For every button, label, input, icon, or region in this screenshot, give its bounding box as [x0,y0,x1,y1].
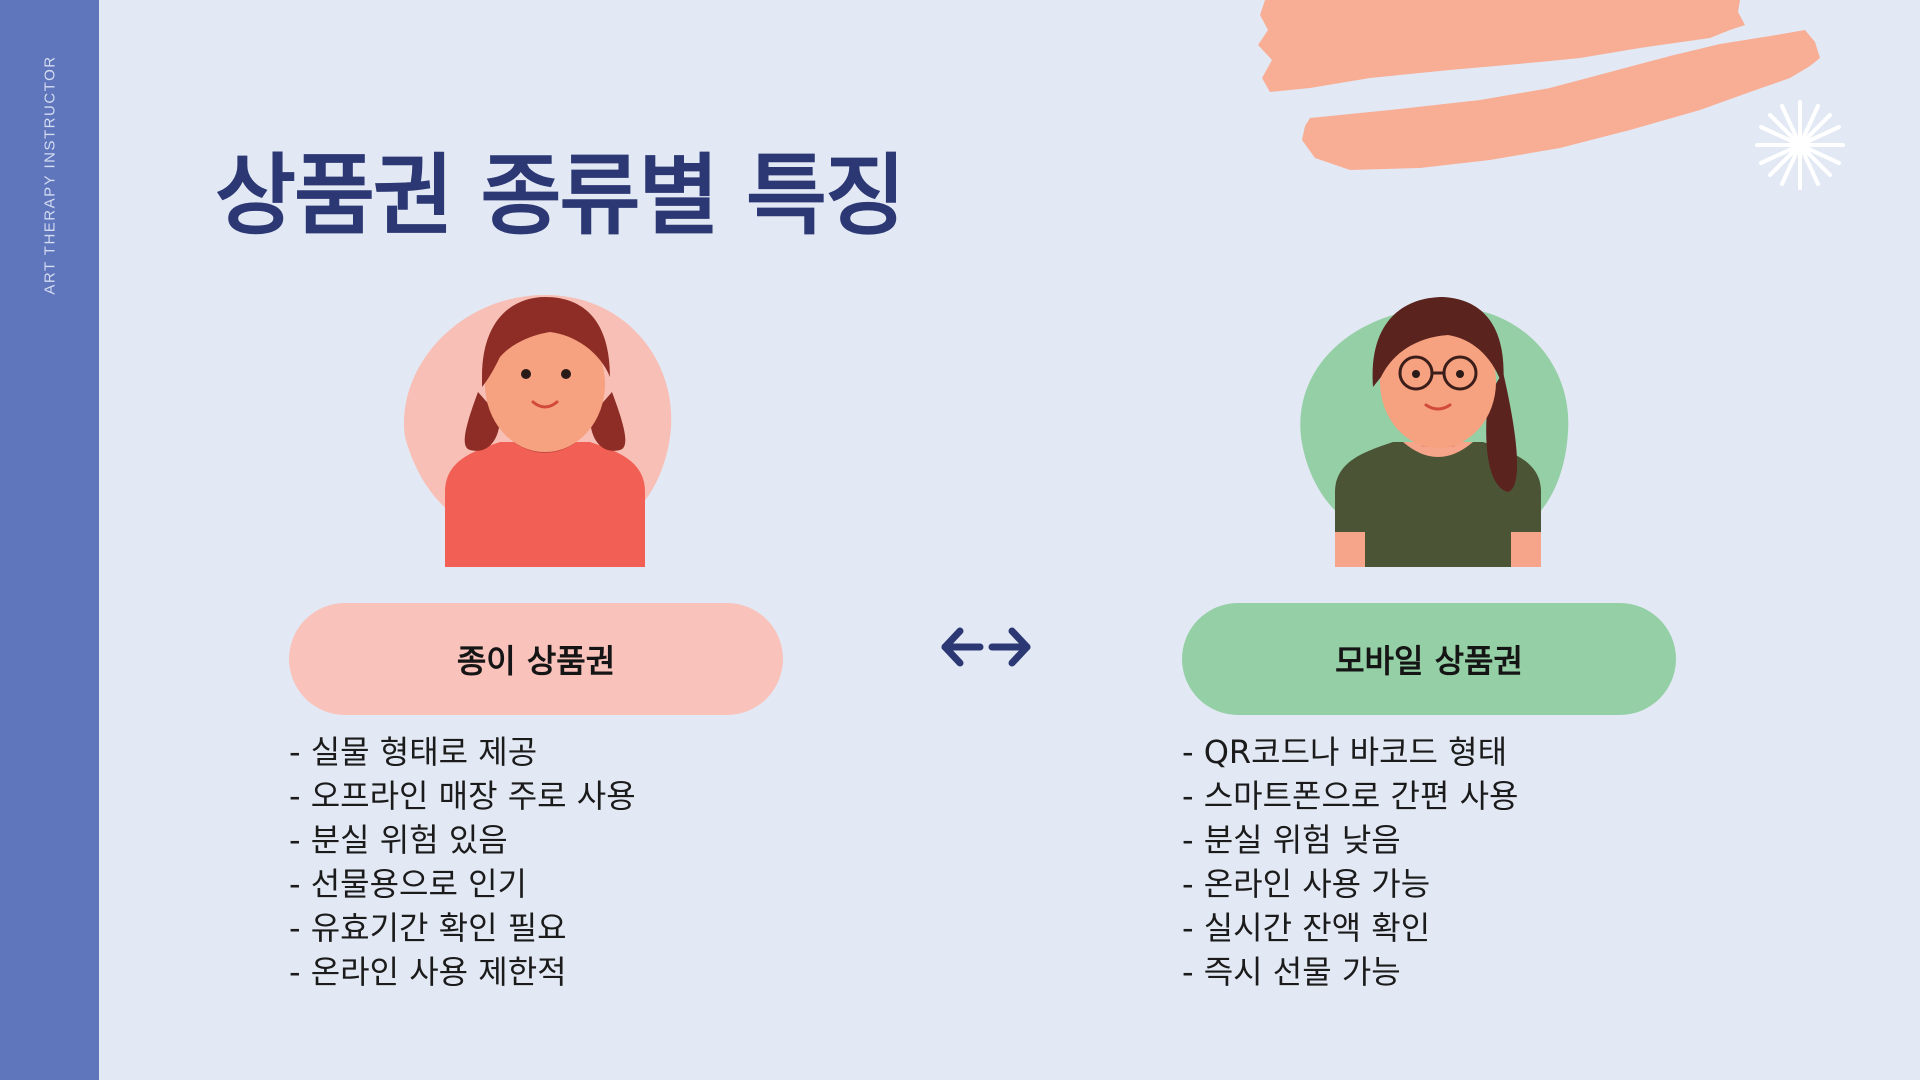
list-item: - 유효기간 확인 필요 [289,909,567,947]
list-item: - 분실 위험 있음 [289,821,508,859]
list-item: - 스마트폰으로 간편 사용 [1182,777,1519,815]
mobile-voucher-label: 모바일 상품권 [1182,603,1676,715]
list-item: - 분실 위험 낮음 [1182,821,1401,859]
list-item: - QR코드나 바코드 형태 [1182,733,1508,771]
list-item: - 온라인 사용 제한적 [289,953,567,991]
sidebar-label: ART THERAPY INSTRUCTOR [41,55,59,295]
list-item: - 선물용으로 인기 [289,865,527,903]
list-item: - 즉시 선물 가능 [1182,953,1401,991]
double-arrow-icon [941,627,1031,667]
mobile-voucher-features: - QR코드나 바코드 형태 - 스마트폰으로 간편 사용 - 분실 위험 낮음… [1182,730,1518,994]
list-item: - 온라인 사용 가능 [1182,865,1431,903]
sparkle-icon [1755,100,1845,190]
brush-stroke-decoration [1258,0,1820,170]
woman-glasses-avatar [1300,297,1569,567]
paper-voucher-label: 종이 상품권 [289,603,783,715]
list-item: - 오프라인 매장 주로 사용 [289,777,636,815]
paper-voucher-features: - 실물 형태로 제공 - 오프라인 매장 주로 사용 - 분실 위험 있음 -… [289,730,636,994]
list-item: - 실물 형태로 제공 [289,733,538,771]
sidebar: ART THERAPY INSTRUCTOR [0,0,99,1080]
woman-red-hair-avatar [403,295,672,567]
list-item: - 실시간 잔액 확인 [1182,909,1431,947]
page-title: 상품권 종류별 특징 [215,144,906,247]
